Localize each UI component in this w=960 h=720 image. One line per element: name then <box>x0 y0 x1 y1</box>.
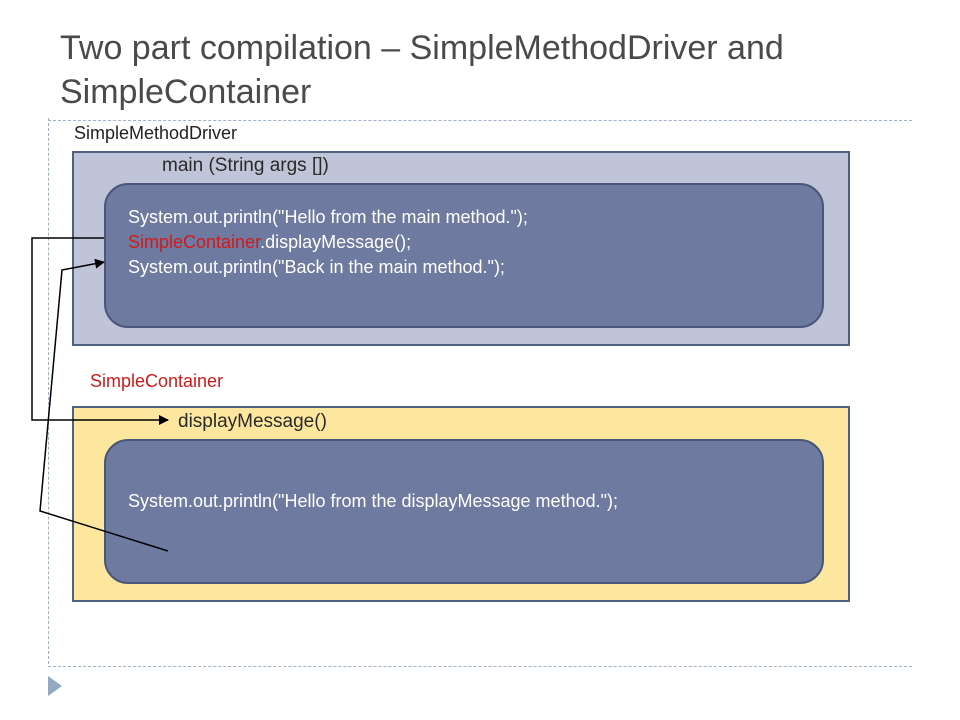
bottom-divider <box>48 666 912 667</box>
main-method-header: main (String args []) <box>162 155 329 176</box>
main-method-body <box>104 183 824 328</box>
class-reference: SimpleContainer <box>128 232 261 252</box>
display-method-body <box>104 439 824 584</box>
driver-class-label: SimpleMethodDriver <box>74 123 238 143</box>
top-divider <box>48 120 912 121</box>
code-line-back-main: System.out.println("Back in the main met… <box>128 257 505 277</box>
code-line-call-display: SimpleContainer.displayMessage(); <box>128 230 411 255</box>
method-call: .displayMessage(); <box>260 232 412 252</box>
slide-title: Two part compilation – SimpleMethodDrive… <box>60 29 784 111</box>
code-line-hello-display: System.out.println("Hello from the displ… <box>128 491 618 511</box>
left-divider <box>48 118 49 664</box>
triangle-bullet-icon <box>48 676 62 696</box>
container-class-label: SimpleContainer <box>90 371 224 391</box>
call-arrow <box>31 237 169 425</box>
display-method-header: displayMessage() <box>178 411 327 432</box>
return-arrow <box>39 258 169 552</box>
code-line-hello-main: System.out.println("Hello from the main … <box>128 207 528 227</box>
